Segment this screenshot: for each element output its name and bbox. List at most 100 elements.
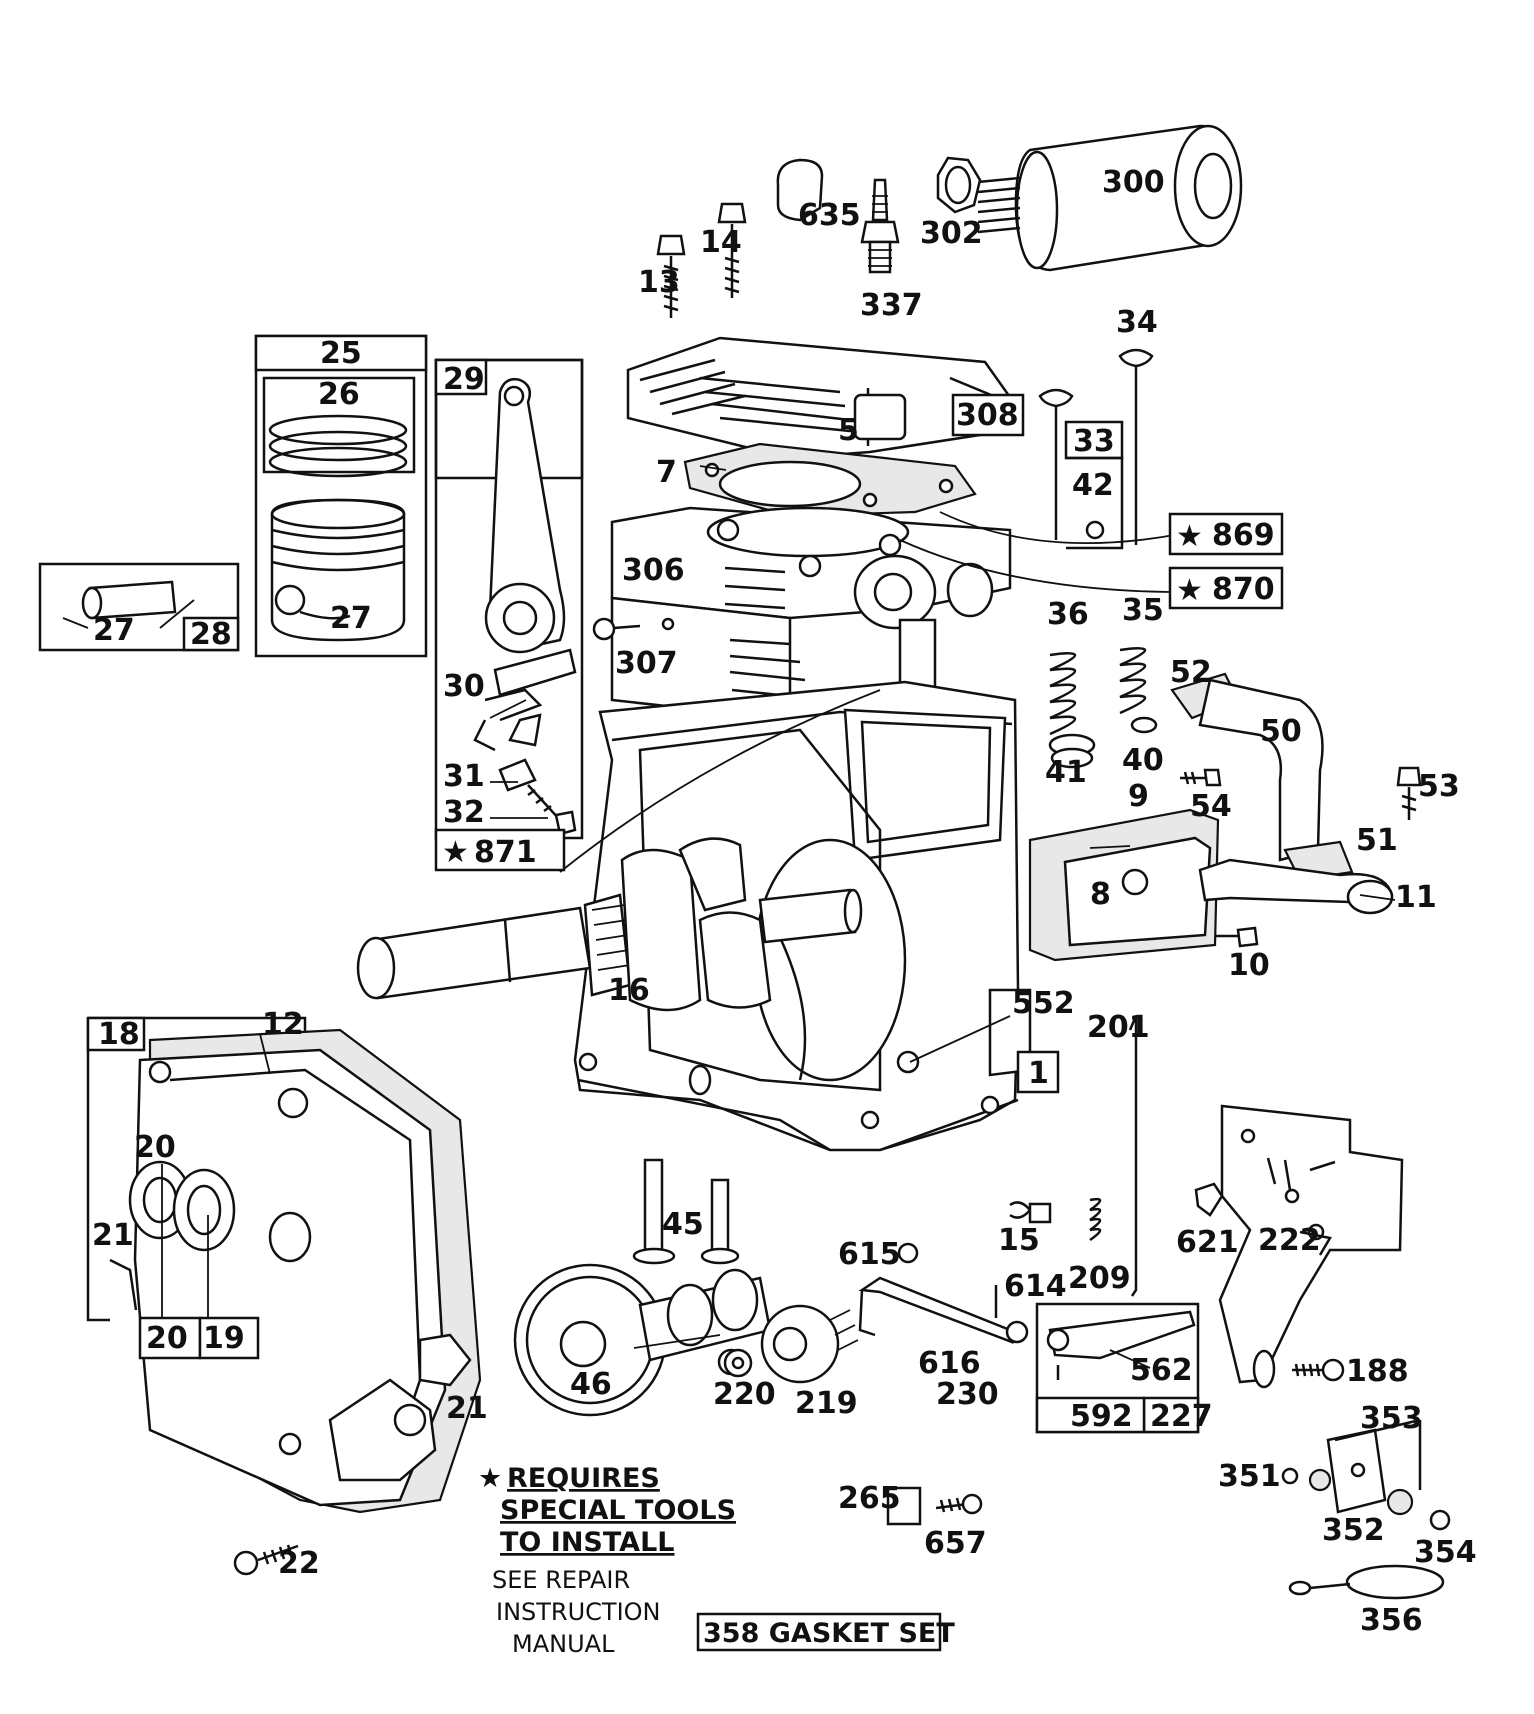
part-label: 11	[1395, 880, 1437, 915]
part-label: ★	[442, 835, 469, 870]
part-label: 25	[320, 336, 362, 371]
part-label: 22	[278, 1546, 320, 1581]
note-to-install: TO INSTALL	[500, 1527, 675, 1558]
part-label: 352	[1322, 1513, 1385, 1548]
part-label: 30	[443, 669, 485, 704]
part-label: 41	[1045, 755, 1087, 790]
part-label: 14	[700, 225, 742, 260]
part-label: 28	[190, 617, 232, 652]
part-label: 308	[956, 398, 1019, 433]
cylinder-block	[573, 506, 1032, 1152]
part-label: 21	[446, 1391, 488, 1426]
note-special-tools: SPECIAL TOOLS	[500, 1495, 736, 1526]
part-label: 50	[1260, 714, 1302, 749]
part-label: 32	[443, 795, 485, 830]
part-label: ★	[1176, 519, 1203, 554]
spark-plug-assembly	[776, 158, 900, 274]
part-label: 222	[1258, 1223, 1321, 1258]
note-requires: REQUIRES	[507, 1463, 660, 1494]
part-label: 302	[920, 216, 983, 251]
part-label: 31	[443, 759, 485, 794]
part-label: 300	[1102, 165, 1165, 200]
part-label: 871	[474, 835, 537, 870]
part-label: 52	[1170, 655, 1212, 690]
part-label: 35	[1122, 593, 1164, 628]
valve-group	[1038, 348, 1154, 550]
note-see-repair: SEE REPAIR	[492, 1566, 630, 1594]
part-label: 20	[134, 1130, 176, 1165]
note-manual: MANUAL	[512, 1630, 615, 1658]
part-label: 356	[1360, 1603, 1423, 1638]
part-label: 615	[838, 1237, 901, 1272]
part-label: 12	[262, 1007, 304, 1042]
part-label: 219	[795, 1386, 858, 1421]
part-label: 1	[1028, 1056, 1049, 1091]
governor-assembly	[760, 1242, 1029, 1384]
camshaft-assembly	[513, 1158, 772, 1417]
part-number-labels: 300 302 635 337 14 13 34 308 5 7 33 42 ★…	[92, 165, 1477, 1638]
part-label: 20	[146, 1321, 188, 1356]
part-label: 42	[1072, 468, 1114, 503]
part-label: 51	[1356, 823, 1398, 858]
part-label: 227	[1150, 1399, 1213, 1434]
connecting-rod-group	[434, 358, 584, 840]
note-instruction: INSTRUCTION	[496, 1598, 661, 1626]
part-label: 45	[662, 1207, 704, 1242]
part-label: 27	[93, 613, 135, 648]
part-label: 354	[1414, 1535, 1477, 1570]
head-bolts	[656, 202, 747, 318]
part-label: 29	[443, 362, 485, 397]
part-label: 616	[918, 1346, 981, 1381]
part-label: 10	[1228, 948, 1270, 983]
part-label: 40	[1122, 743, 1164, 778]
part-label: 18	[98, 1017, 140, 1052]
part-label: 220	[713, 1377, 776, 1412]
part-label: 870	[1212, 572, 1275, 607]
part-label: 353	[1360, 1401, 1423, 1436]
part-label: 265	[838, 1481, 901, 1516]
part-label: 337	[860, 288, 923, 323]
part-label: 8	[1090, 877, 1111, 912]
crankcase-cover	[86, 1016, 482, 1514]
part-label: 635	[798, 198, 861, 233]
small-hardware	[592, 617, 1451, 1600]
part-label: 9	[1128, 779, 1149, 814]
part-label: 230	[936, 1377, 999, 1412]
part-label: 562	[1130, 1353, 1193, 1388]
label-boxes	[138, 393, 1284, 1652]
part-label: 351	[1218, 1459, 1281, 1494]
note-star: ★	[478, 1463, 502, 1494]
crankshaft	[356, 837, 863, 1012]
part-label: 306	[622, 553, 685, 588]
part-label: 614	[1004, 1269, 1067, 1304]
part-label: 5	[838, 413, 859, 448]
part-label: 15	[998, 1223, 1040, 1258]
part-label: 7	[656, 455, 677, 490]
valve-springs	[1048, 647, 1158, 769]
part-label: 552	[1012, 986, 1075, 1021]
gasket-set-label: 358 GASKET SET	[703, 1618, 955, 1649]
part-label: 54	[1190, 789, 1232, 824]
part-label: 53	[1418, 769, 1460, 804]
piston-group	[254, 334, 428, 658]
part-label: 592	[1070, 1399, 1133, 1434]
leader-lines	[62, 465, 1396, 1421]
part-label: 34	[1116, 305, 1158, 340]
part-label: 621	[1176, 1225, 1239, 1260]
part-label: 36	[1047, 597, 1089, 632]
part-label: 307	[615, 646, 678, 681]
breather-assembly	[1028, 808, 1394, 962]
part-label: 201	[1087, 1010, 1150, 1045]
part-label: 13	[638, 265, 680, 300]
piston-pin-group	[38, 562, 240, 652]
control-bracket	[1218, 1104, 1404, 1389]
part-label: 209	[1068, 1261, 1131, 1296]
part-label: 657	[924, 1526, 987, 1561]
part-label: 27	[330, 601, 372, 636]
intake-elbow	[1170, 672, 1422, 882]
part-label: 188	[1346, 1354, 1409, 1389]
part-label: 33	[1073, 424, 1115, 459]
air-cleaner-assembly	[936, 124, 1243, 272]
part-label: 46	[570, 1367, 612, 1402]
